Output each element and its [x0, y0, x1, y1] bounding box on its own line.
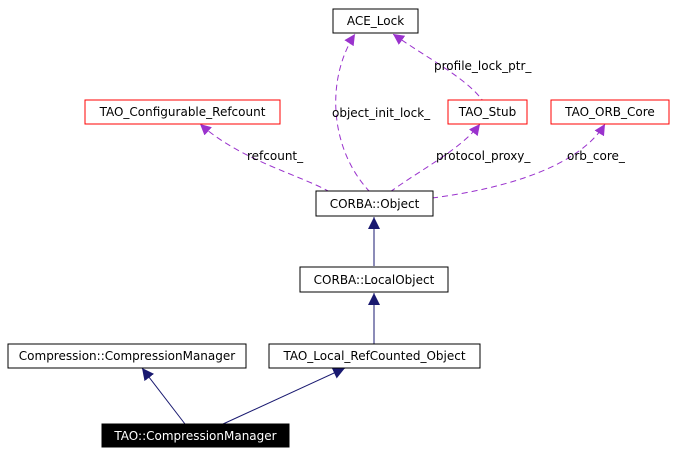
edge-corba-object-to-ace-lock: [335, 33, 371, 193]
edge-label-orb-core: orb_core_: [567, 149, 626, 163]
node-corba-object[interactable]: CORBA::Object: [315, 190, 434, 217]
node-compression-compressionmanager[interactable]: Compression::CompressionManager: [7, 343, 247, 369]
edge-tao-compressionmanager-to-compression-iface: [141, 367, 186, 425]
node-ace-lock[interactable]: ACE_Lock: [332, 8, 419, 34]
node-tao-compressionmanager[interactable]: TAO::CompressionManager: [101, 423, 290, 448]
node-label: TAO_Stub: [458, 105, 516, 119]
edge-label-object-init-lock: object_init_lock_: [332, 106, 431, 120]
node-corba-localobject[interactable]: CORBA::LocalObject: [299, 266, 449, 293]
edge-label-profile-lock-ptr: profile_lock_ptr_: [434, 59, 532, 73]
edge-label-refcount: refcount_: [247, 149, 304, 163]
edge-tao-compressionmanager-to-local-refcounted: [222, 367, 346, 425]
edge-corba-object-to-configurable-refcount: [199, 123, 331, 193]
node-tao-orb-core[interactable]: TAO_ORB_Core: [550, 99, 670, 125]
node-label: CORBA::LocalObject: [314, 273, 435, 287]
node-tao-stub[interactable]: TAO_Stub: [447, 99, 528, 125]
node-label: TAO::CompressionManager: [113, 429, 276, 443]
node-tao-local-refcounted-object[interactable]: TAO_Local_RefCounted_Object: [268, 343, 481, 369]
node-label: TAO_ORB_Core: [564, 105, 655, 119]
node-label: TAO_Configurable_Refcount: [99, 105, 266, 119]
node-label: ACE_Lock: [347, 14, 404, 28]
edge-label-protocol-proxy: protocol_proxy_: [436, 149, 531, 163]
node-label: TAO_Local_RefCounted_Object: [282, 349, 465, 363]
node-label: Compression::CompressionManager: [19, 349, 235, 363]
edge-corba-object-to-tao-stub: [389, 123, 481, 193]
edge-corba-object-to-orb-core: [431, 123, 606, 199]
node-tao-configurable-refcount[interactable]: TAO_Configurable_Refcount: [84, 99, 281, 125]
edge-tao-stub-to-ace-lock: [392, 33, 486, 105]
node-label: CORBA::Object: [330, 197, 420, 211]
